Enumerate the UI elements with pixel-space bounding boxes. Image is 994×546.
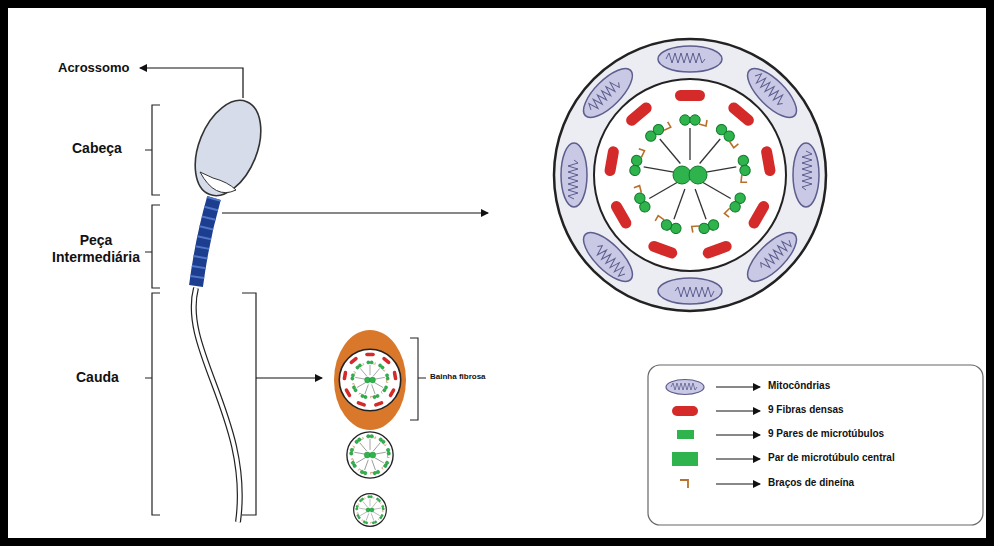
part-label: Cabeça xyxy=(72,140,122,157)
legend-swatch xyxy=(672,406,698,416)
legend-text: Braços de dineína xyxy=(768,477,854,489)
legend-text: 9 Fibras densas xyxy=(768,404,844,416)
legend-text: 9 Pares de microtúbulos xyxy=(768,428,884,440)
part-label: Cauda xyxy=(76,369,119,386)
legend-swatch xyxy=(672,452,698,466)
legend-text: Par de microtúbulo central xyxy=(768,452,895,464)
legend-swatch xyxy=(677,430,694,439)
part-label: Bainha fibrosa xyxy=(430,372,486,382)
legend-text: Mitocôndrias xyxy=(768,380,830,392)
part-label: Acrossomo xyxy=(58,60,130,76)
part-label: Peça Intermediária xyxy=(46,232,146,266)
